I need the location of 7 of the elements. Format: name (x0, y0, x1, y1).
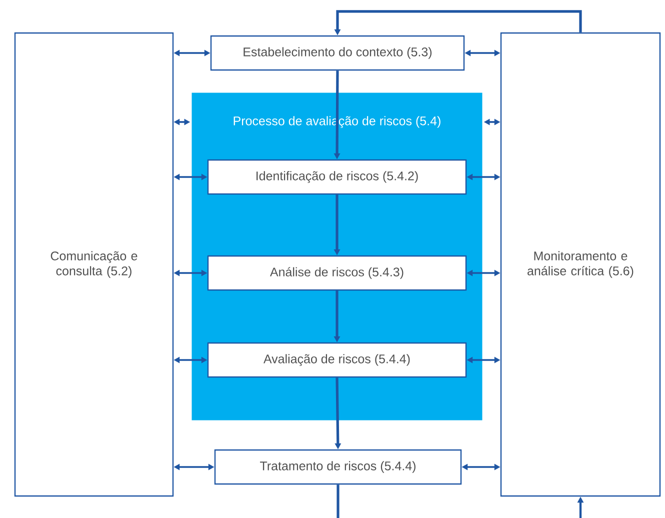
process-box: Avaliação de riscos (5.4.4) (207, 342, 467, 378)
process-box: Comunicação e consulta (5.2) (14, 32, 174, 497)
process-box: Identificação de riscos (5.4.2) (207, 159, 467, 195)
process-box: Tratamento de riscos (5.4.4) (214, 449, 462, 485)
process-box: Análise de riscos (5.4.3) (207, 255, 467, 291)
process-box: Monitoramento e análise crítica (5.6) (500, 32, 661, 497)
process-box: Estabelecimento do contexto (5.3) (210, 35, 465, 71)
